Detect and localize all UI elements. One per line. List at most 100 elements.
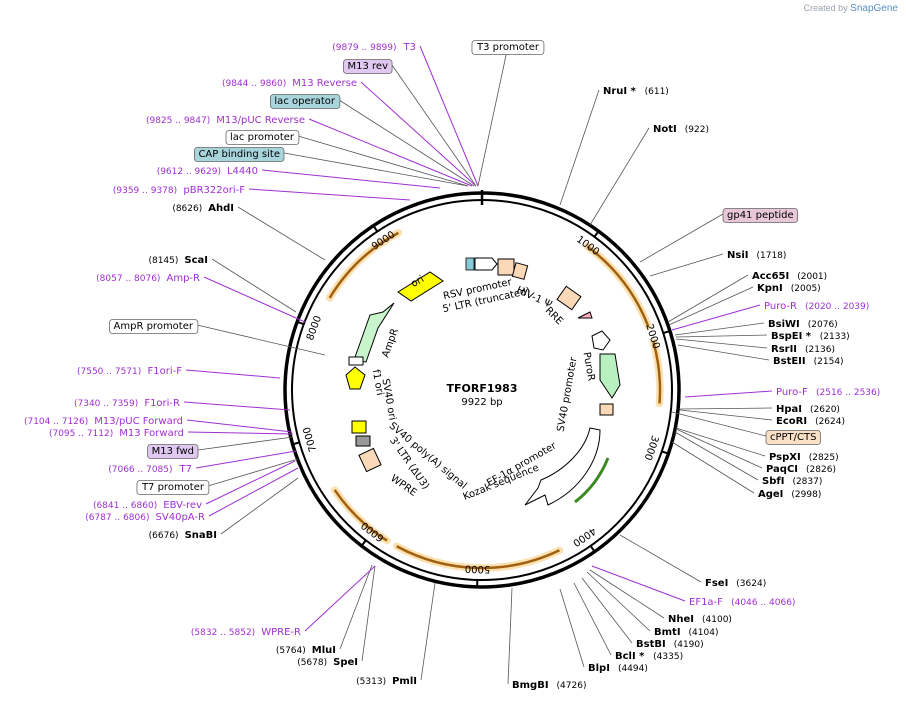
label-m13-puc-forward[interactable]: M13/pUC Forward(7104 .. 7126)	[24, 416, 183, 427]
leader-t3	[419, 45, 479, 187]
label-lac-operator[interactable]: lac operator	[270, 94, 341, 109]
primer-position: (6841 .. 6860)	[93, 501, 157, 511]
label-f1ori-r[interactable]: F1ori-R(7340 .. 7359)	[74, 398, 180, 409]
label-wpre-r[interactable]: WPRE-R(5832 .. 5852)	[191, 627, 301, 638]
puror-feature	[599, 353, 621, 399]
label-f1ori-f[interactable]: F1ori-F(7550 .. 7571)	[77, 366, 182, 377]
label-pbr322ori-f[interactable]: pBR322ori-F(9359 .. 9378)	[113, 185, 245, 196]
leader-paqci	[675, 428, 763, 469]
label-bspei[interactable]: BspEI *(2133)	[771, 331, 850, 342]
label-bcli[interactable]: BclI *(4335)	[615, 651, 683, 662]
label-nsii[interactable]: NsiI(1718)	[727, 250, 786, 261]
snapgene-logo-text: SnapGene	[850, 3, 898, 14]
enzyme-position: (1718)	[756, 251, 786, 261]
label-sv40pa-r[interactable]: SV40pA-R(6787 .. 6806)	[85, 512, 205, 523]
feature-label-rre: RRE	[543, 305, 565, 327]
leader-m13-puc-reverse	[308, 118, 473, 187]
label-agei[interactable]: AgeI(2998)	[758, 489, 821, 500]
enzyme-position: (4494)	[618, 664, 648, 674]
leader-m13-puc-forward	[186, 419, 293, 433]
labels-layer: NruI * (611) NotI(922) gp41 peptideNsiI(171…	[24, 40, 880, 691]
orf-arc-1[interactable]	[586, 245, 650, 327]
label-cppt-cts[interactable]: cPPT/CTS	[765, 430, 821, 445]
label-amp-r[interactable]: Amp-R(8057 .. 8076)	[96, 273, 200, 284]
label-m13-rev[interactable]: M13 rev	[343, 59, 393, 74]
label-m13-puc-reverse[interactable]: M13/pUC Reverse(9825 .. 9847)	[146, 115, 305, 126]
label-paqci[interactable]: PaqCI(2826)	[766, 464, 836, 475]
label-bsiwi[interactable]: BsiWI(2076)	[768, 319, 838, 330]
label-bmti[interactable]: BmtI(4104)	[654, 627, 718, 638]
feature-label-sv40-promoter: SV40 promoter	[556, 356, 580, 433]
feature-label-text: T3 promoter	[476, 42, 540, 53]
label-puro-r[interactable]: Puro-R(2020 .. 2039)	[764, 301, 869, 312]
leader-pbr322ori-f	[248, 188, 411, 201]
enzyme-name: NruI *	[603, 86, 637, 97]
feature-label-box	[765, 430, 821, 445]
feature-label-box	[722, 208, 799, 223]
label-t3-promoter[interactable]: T3 promoter	[471, 40, 545, 55]
label-ef1a-f[interactable]: EF1a-F(4046 .. 4066)	[689, 597, 795, 608]
enzyme-position: (611)	[645, 87, 669, 97]
label-bstbi[interactable]: BstBI(4190)	[636, 639, 704, 650]
label-pmli[interactable]: PmlI(5313)	[356, 676, 417, 687]
label-nhei[interactable]: NheI(4100)	[668, 614, 732, 625]
leader-ampr-promoter	[196, 324, 326, 356]
label-rsrii[interactable]: RsrII(2136)	[771, 344, 835, 355]
label-ebv-rev[interactable]: EBV-rev(6841 .. 6860)	[93, 500, 202, 511]
feature-label-box	[270, 94, 341, 109]
label-kpni[interactable]: KpnI(2005)	[757, 283, 821, 294]
label-hpai[interactable]: HpaI(2620)	[776, 404, 840, 415]
leader-sv40pa-r	[208, 467, 299, 517]
leader-ef1a-f	[591, 565, 686, 602]
enzyme-name: PspXI	[769, 452, 801, 463]
label-m13-reverse[interactable]: M13 Reverse(9844 .. 9860)	[222, 78, 357, 89]
label-m13-forward[interactable]: M13 Forward(7095 .. 7112)	[49, 428, 184, 439]
enzyme-position: (5313)	[356, 677, 386, 687]
lac-box	[465, 257, 475, 271]
label-blpi[interactable]: BlpI(4494)	[588, 663, 648, 674]
ampr-feature	[353, 302, 395, 363]
leader-rsrii	[675, 338, 768, 349]
label-puro-f[interactable]: Puro-F(2516 .. 2536)	[776, 387, 880, 398]
label-fsei[interactable]: FseI(3624)	[705, 578, 766, 589]
orf-arc-5[interactable]	[328, 231, 399, 299]
label-mlui[interactable]: MluI(5764)	[276, 645, 336, 656]
feature-label-box	[471, 40, 545, 55]
label-scai[interactable]: ScaI(8145)	[148, 255, 208, 266]
label-t7-promoter[interactable]: T7 promoter	[136, 480, 210, 495]
leader-kpni	[668, 286, 754, 326]
label-acc65i[interactable]: Acc65I(2001)	[752, 271, 827, 282]
label-ahdi[interactable]: AhdI(8626)	[172, 203, 234, 214]
label-sbfi[interactable]: SbfI(2837)	[762, 476, 822, 487]
label-gp41-peptide[interactable]: gp41 peptide	[722, 208, 799, 223]
label-m13-fwd[interactable]: M13 fwd	[147, 444, 199, 459]
label-nrui[interactable]: NruI * (611)	[603, 86, 669, 97]
enzyme-position: (922)	[685, 125, 709, 135]
label-bmgbi[interactable]: BmgBI(4726)	[512, 680, 586, 691]
label-lac-promoter[interactable]: lac promoter	[225, 130, 300, 145]
leader-bmti	[586, 571, 651, 632]
label-bsteii[interactable]: BstEII(2154)	[773, 356, 844, 367]
label-t7[interactable]: T7(7066 .. 7085)	[108, 464, 192, 475]
label-ampr-promoter[interactable]: AmpR promoter	[109, 319, 199, 334]
label-pspxi[interactable]: PspXI (2825)	[769, 452, 839, 463]
leader-acc65i	[667, 274, 749, 323]
leader-lac-operator	[338, 99, 475, 187]
leader-blpi	[559, 588, 585, 668]
feature-label-puror: PuroR	[581, 351, 597, 382]
orf-arc-4[interactable]	[333, 489, 388, 542]
feature-label-ampr: AmpR	[380, 327, 401, 359]
feature-label-text: AmpR promoter	[114, 321, 194, 332]
label-spei[interactable]: SpeI(5678)	[297, 657, 358, 668]
label-t3[interactable]: T3(9879 .. 9899)	[332, 42, 416, 53]
label-snabi[interactable]: SnaBI(6676)	[149, 530, 217, 541]
orf-arc-3[interactable]	[396, 545, 561, 570]
label-l4440[interactable]: L4440(9612 .. 9629)	[157, 166, 258, 177]
orf-arc-2[interactable]	[652, 341, 662, 404]
enzyme-position: (2825)	[809, 453, 839, 463]
label-ecori[interactable]: EcoRI(2624)	[776, 416, 845, 427]
label-cap-binding-site[interactable]: CAP binding site	[194, 147, 285, 162]
enzyme-name: AhdI	[208, 203, 234, 214]
primer-position: (9844 .. 9860)	[222, 79, 286, 89]
label-noti[interactable]: NotI(922)	[653, 124, 709, 135]
